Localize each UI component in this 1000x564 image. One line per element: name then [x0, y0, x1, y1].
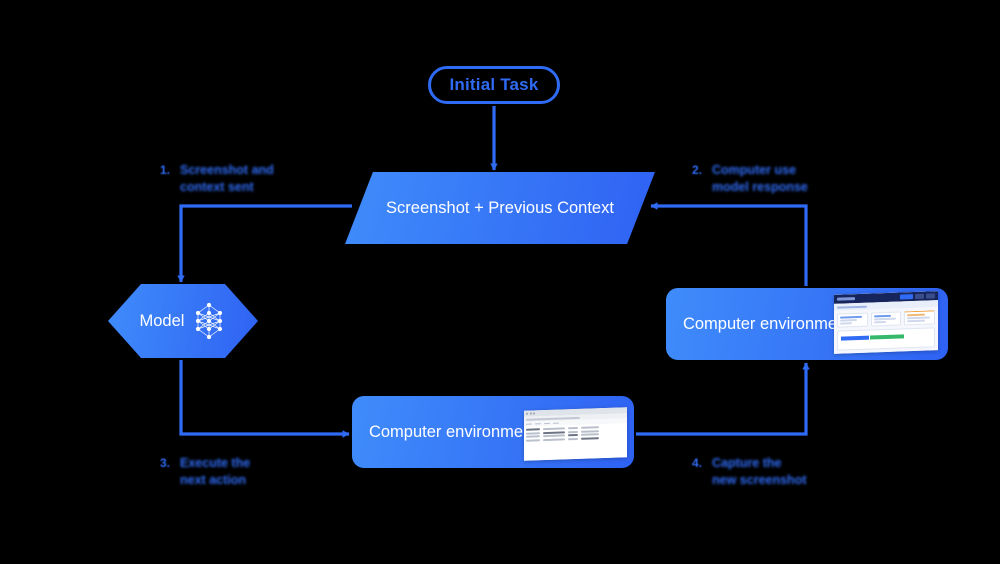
thumbnail-card-row	[837, 310, 936, 328]
list-cell	[568, 430, 578, 433]
thumbnail-card-title	[873, 314, 891, 317]
thumbnail-body	[834, 307, 938, 354]
list-cell	[543, 434, 565, 438]
list-cell	[526, 428, 540, 431]
thumbnail-header-spacer	[857, 297, 898, 298]
list-cell	[526, 431, 540, 435]
thumbnail-card-title	[907, 313, 925, 316]
thumbnail-card-highlighted	[904, 310, 936, 325]
dashboard-screenshot-thumbnail	[834, 291, 938, 354]
neural-network-icon	[196, 302, 223, 340]
thumbnail-header-chip-secondary	[915, 293, 924, 299]
list-cell	[568, 437, 578, 440]
window-dot	[529, 412, 532, 415]
step-description: Capture the new screenshot	[712, 456, 807, 487]
window-dot	[533, 412, 535, 415]
edge-env-right-to-context	[650, 202, 808, 286]
thumbnail-progress-bar	[841, 333, 931, 341]
step-annotation-2: 2. Computer use model response	[692, 162, 867, 196]
step-description: Screenshot and context sent	[180, 163, 274, 194]
thumbnail-subheader-bar	[837, 305, 867, 309]
window-dot	[526, 412, 528, 415]
thumbnail-card-title	[840, 315, 863, 319]
list-cell	[543, 430, 565, 434]
thumbnail-card-line	[907, 316, 930, 319]
thumbnail-card-line	[840, 319, 858, 322]
thumbnail-card-line	[873, 321, 886, 323]
initial-task-label: Initial Task	[449, 75, 539, 94]
screenshot-context-label: Screenshot + Previous Context	[386, 198, 614, 217]
thumbnail-list-body	[524, 423, 627, 461]
list-cell	[568, 433, 578, 437]
model-node: Model	[108, 284, 258, 358]
step-number: 1.	[160, 163, 171, 177]
step-number: 4.	[692, 456, 703, 470]
step-number: 2.	[692, 163, 703, 177]
thumbnail-card-line	[907, 319, 925, 322]
thumbnail-header-chip-tertiary	[926, 293, 935, 299]
menu-item	[535, 422, 541, 425]
list-cell	[526, 435, 540, 438]
thumbnail-card	[870, 311, 902, 327]
list-cell	[581, 433, 599, 436]
file-list-screenshot-thumbnail	[524, 407, 627, 461]
screenshot-context-node: Screenshot + Previous Context	[345, 172, 655, 244]
list-cell	[543, 427, 565, 431]
thumbnail-progress-panel	[837, 326, 935, 351]
step-annotation-3: 3. Execute the next action	[160, 455, 330, 489]
edge-model-to-env-bottom	[179, 360, 350, 438]
thumbnail-header-title	[837, 297, 855, 301]
thumbnail-header-chip-primary	[900, 294, 913, 300]
list-cell	[526, 438, 540, 442]
model-label: Model	[139, 311, 185, 330]
step-annotation-4: 4. Capture the new screenshot	[692, 455, 867, 489]
thumbnail-card-line	[840, 322, 853, 325]
step-annotation-1: 1. Screenshot and context sent	[160, 162, 330, 196]
step-number: 3.	[160, 456, 171, 470]
menu-item	[526, 423, 532, 425]
progress-segment-green	[870, 333, 904, 340]
initial-task-node: Initial Task	[428, 66, 560, 104]
edge-env-bottom-to-env-right	[636, 362, 810, 436]
list-cell	[543, 437, 565, 441]
list-cell	[581, 429, 599, 433]
menu-item	[553, 422, 559, 425]
thumbnail-card	[837, 312, 868, 328]
menu-item	[544, 422, 550, 425]
list-cell	[581, 436, 599, 440]
thumbnail-card-line	[873, 317, 896, 320]
step-description: Execute the next action	[180, 456, 251, 487]
list-cell	[568, 426, 578, 430]
progress-segment-blue	[841, 335, 869, 341]
step-description: Computer use model response	[712, 163, 808, 194]
edge-context-to-model	[177, 204, 352, 283]
list-cell	[581, 426, 599, 429]
